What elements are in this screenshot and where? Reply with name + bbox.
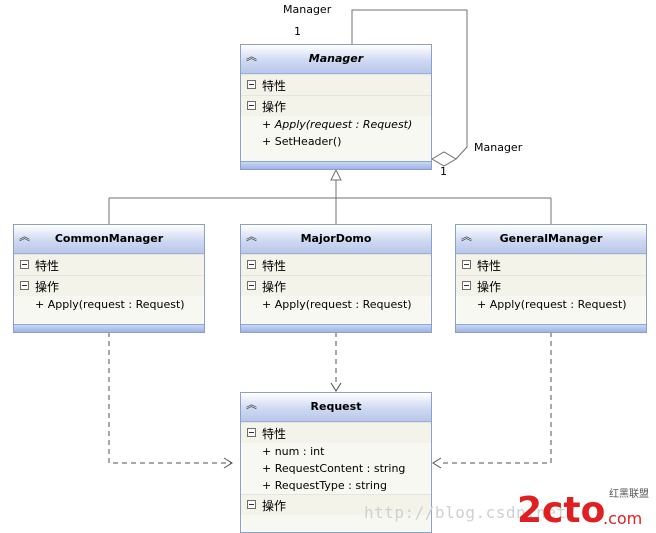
association-role-label-top: Manager bbox=[283, 3, 332, 16]
operation-item: + Apply(request : Request) bbox=[477, 298, 627, 311]
collapse-toggle-icon[interactable] bbox=[247, 500, 256, 509]
class-header: ︽ CommonManager bbox=[14, 225, 204, 254]
brand-logo: 2cto 红黑联盟 .com bbox=[517, 487, 649, 530]
class-name: Manager bbox=[308, 52, 364, 65]
properties-compartment[interactable]: 特性 bbox=[14, 254, 204, 275]
self-association-line bbox=[351, 9, 468, 160]
association-multiplicity-right: 1 bbox=[440, 165, 447, 178]
attribute-item: + num : int bbox=[262, 445, 325, 458]
compartment-label: 操作 bbox=[262, 499, 287, 513]
compartment-label: 操作 bbox=[477, 280, 502, 294]
dependency-arrow-generalmanager bbox=[432, 457, 442, 469]
collapse-chevron-icon[interactable]: ︽ bbox=[461, 230, 472, 243]
dependency-line-generalmanager bbox=[440, 332, 552, 464]
operations-compartment[interactable]: 操作 bbox=[241, 494, 431, 515]
compartment-label: 特性 bbox=[262, 259, 287, 273]
watermark-url: http://blog.csdn.net/ bbox=[364, 503, 577, 522]
dependency-arrow-majordomo bbox=[330, 382, 342, 392]
operation-item: + Apply(request : Request) bbox=[35, 298, 185, 311]
properties-compartment[interactable]: 特性 bbox=[241, 74, 431, 95]
class-header: ︽ MajorDomo bbox=[241, 225, 431, 254]
association-multiplicity-top: 1 bbox=[294, 25, 301, 38]
class-footer-band bbox=[456, 324, 646, 332]
collapse-chevron-icon[interactable]: ︽ bbox=[246, 398, 257, 411]
class-footer-band bbox=[241, 324, 431, 332]
operation-item: + Apply(request : Request) bbox=[262, 118, 413, 131]
properties-compartment[interactable]: 特性 bbox=[456, 254, 646, 275]
class-request[interactable]: ︽ Request 特性 + num : int + RequestConten… bbox=[240, 392, 432, 533]
compartment-label: 特性 bbox=[35, 259, 60, 273]
properties-compartment[interactable]: 特性 bbox=[241, 422, 431, 443]
class-majordomo[interactable]: ︽ MajorDomo 特性 操作 + Apply(request : Requ… bbox=[240, 224, 432, 333]
collapse-toggle-icon[interactable] bbox=[462, 260, 471, 269]
operations-compartment[interactable]: 操作 bbox=[241, 95, 431, 116]
collapse-toggle-icon[interactable] bbox=[247, 260, 256, 269]
brand-suffix-text: .com bbox=[603, 509, 642, 528]
compartment-label: 特性 bbox=[262, 427, 287, 441]
operations-compartment[interactable]: 操作 bbox=[456, 275, 646, 296]
class-footer-band bbox=[241, 161, 431, 169]
class-name: MajorDomo bbox=[300, 232, 372, 245]
dependency-line-commonmanager bbox=[108, 332, 231, 464]
collapse-chevron-icon[interactable]: ︽ bbox=[246, 230, 257, 243]
compartment-label: 操作 bbox=[262, 280, 287, 294]
collapse-toggle-icon[interactable] bbox=[247, 80, 256, 89]
class-header: ︽ GeneralManager bbox=[456, 225, 646, 254]
collapse-toggle-icon[interactable] bbox=[247, 101, 256, 110]
aggregation-diamond bbox=[431, 151, 457, 167]
operations-compartment[interactable]: 操作 bbox=[14, 275, 204, 296]
class-name: CommonManager bbox=[54, 232, 164, 245]
class-name: Request bbox=[310, 400, 362, 413]
class-header: ︽ Manager bbox=[241, 45, 431, 74]
attribute-item: + RequestType : string bbox=[262, 479, 387, 492]
collapse-toggle-icon[interactable] bbox=[20, 260, 29, 269]
dependency-arrow-commonmanager bbox=[223, 457, 233, 469]
class-header: ︽ Request bbox=[241, 393, 431, 422]
compartment-label: 操作 bbox=[262, 100, 287, 114]
class-footer-band bbox=[14, 324, 204, 332]
inheritance-arrowhead bbox=[330, 168, 342, 181]
class-commonmanager[interactable]: ︽ CommonManager 特性 操作 + Apply(request : … bbox=[13, 224, 205, 333]
collapse-chevron-icon[interactable]: ︽ bbox=[246, 50, 257, 63]
class-manager[interactable]: ︽ Manager 特性 操作 + Apply(request : Reques… bbox=[240, 44, 432, 170]
association-role-label-right: Manager bbox=[474, 141, 523, 154]
compartment-label: 操作 bbox=[35, 280, 60, 294]
attribute-item: + RequestContent : string bbox=[262, 462, 406, 475]
operation-item: + Apply(request : Request) bbox=[262, 298, 412, 311]
brand-main-text: 2cto bbox=[517, 490, 605, 530]
brand-cn-text: 红黑联盟 bbox=[609, 487, 649, 500]
properties-compartment[interactable]: 特性 bbox=[241, 254, 431, 275]
operation-item: + SetHeader() bbox=[262, 135, 342, 148]
collapse-toggle-icon[interactable] bbox=[247, 281, 256, 290]
operations-compartment[interactable]: 操作 bbox=[241, 275, 431, 296]
class-name: GeneralManager bbox=[499, 232, 603, 245]
compartment-label: 特性 bbox=[262, 79, 287, 93]
collapse-toggle-icon[interactable] bbox=[247, 428, 256, 437]
collapse-toggle-icon[interactable] bbox=[20, 281, 29, 290]
compartment-label: 特性 bbox=[477, 259, 502, 273]
collapse-toggle-icon[interactable] bbox=[462, 281, 471, 290]
collapse-chevron-icon[interactable]: ︽ bbox=[19, 230, 30, 243]
class-generalmanager[interactable]: ︽ GeneralManager 特性 操作 + Apply(request :… bbox=[455, 224, 647, 333]
